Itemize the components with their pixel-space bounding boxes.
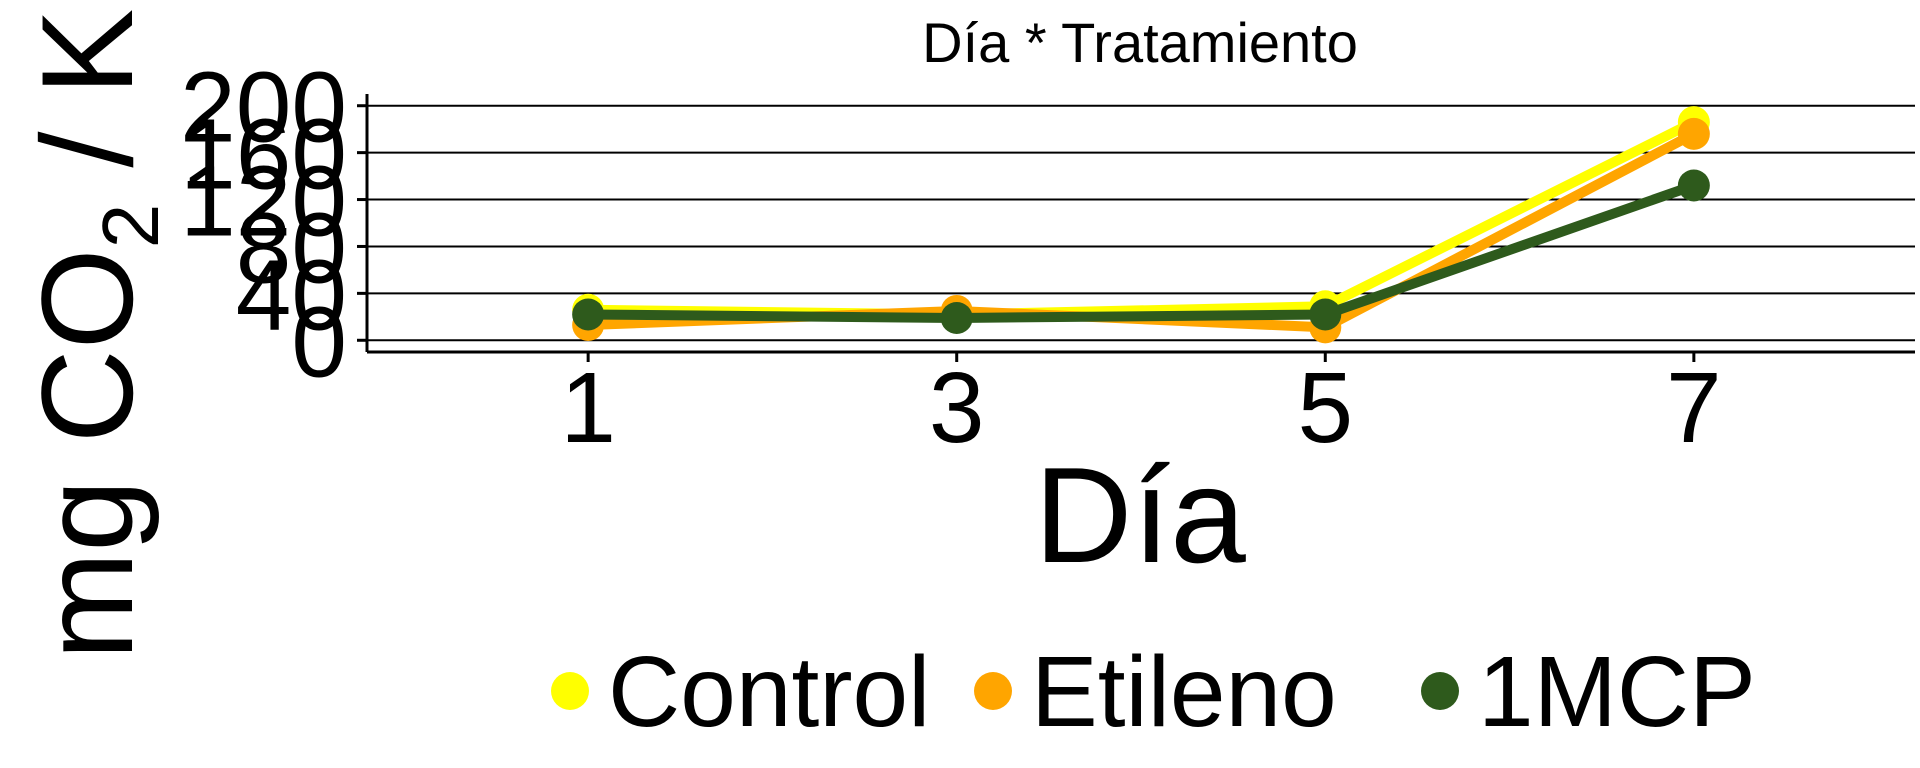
- legend-marker: [551, 672, 589, 710]
- y-tick-label: 160: [180, 99, 347, 211]
- y-axis-label-subscript: 2: [86, 204, 175, 249]
- data-point: [1677, 169, 1710, 202]
- x-tick-label: 5: [1297, 352, 1353, 464]
- y-tick-label: 200: [180, 52, 347, 164]
- legend-marker: [974, 672, 1012, 710]
- y-axis-label-main: mg CO: [14, 248, 160, 660]
- series-line: [588, 180, 1696, 323]
- data-point: [1677, 117, 1710, 150]
- y-tick-label: 120: [180, 146, 347, 258]
- series-line: [587, 129, 1697, 333]
- data-point: [940, 301, 973, 334]
- y-axis-label: mg CO2 / K: [14, 9, 175, 660]
- legend-label: 1MCP: [1478, 636, 1756, 748]
- legend-marker: [1421, 672, 1459, 710]
- legend-label: Control: [608, 636, 930, 748]
- axes: [365, 94, 1915, 354]
- legend: Control Etileno 1MCP: [551, 636, 1756, 748]
- legend-label: Etileno: [1031, 636, 1337, 748]
- y-tick-label: 40: [236, 239, 347, 351]
- chart-title: Día * Tratamiento: [922, 11, 1358, 74]
- x-tick-label: 3: [929, 352, 985, 464]
- x-tick-labels: 1 3 5 7: [560, 352, 1722, 464]
- series-1mcp: [572, 169, 1710, 334]
- y-tick-label: 80: [236, 192, 347, 304]
- y-tick-label: 0: [291, 286, 347, 398]
- x-tick-label: 7: [1666, 352, 1722, 464]
- series: [572, 106, 1710, 344]
- data-point: [1309, 298, 1342, 331]
- x-tick-label: 1: [560, 352, 616, 464]
- y-axis-label-rest: / K: [14, 9, 160, 204]
- x-axis-label: Día: [1034, 439, 1246, 591]
- data-point: [572, 298, 605, 331]
